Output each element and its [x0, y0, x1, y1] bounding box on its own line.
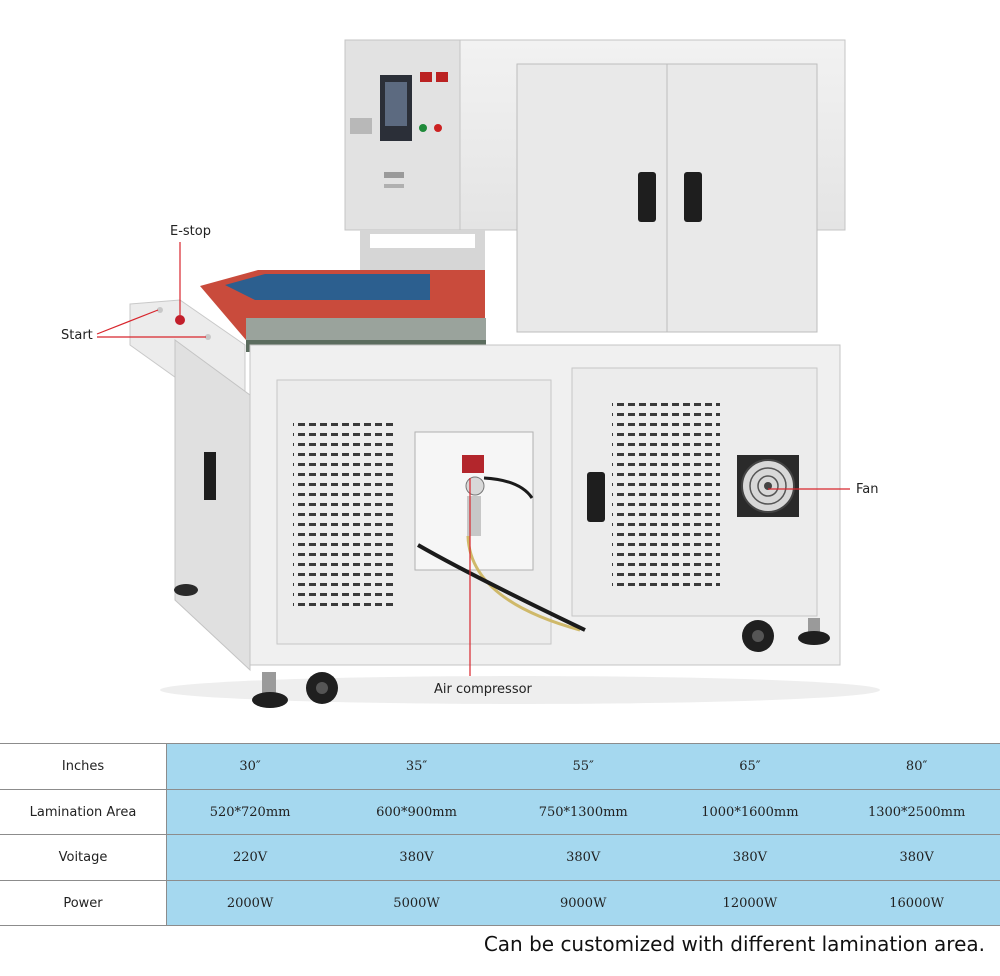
- table-cell: 5000W: [333, 880, 500, 926]
- row-header: Power: [0, 880, 167, 926]
- fan-callout-label: Fan: [856, 482, 879, 497]
- table-cell: 380V: [833, 834, 1000, 881]
- vent-grille-right: [612, 400, 720, 586]
- estop-callout-label: E-stop: [170, 224, 211, 239]
- table-cell: 9000W: [499, 880, 667, 926]
- vent-grille-left: [293, 422, 397, 612]
- laminator-machine-illustration: [96, 39, 880, 708]
- table-row: Power 2000W 5000W 9000W 12000W 16000W: [0, 880, 1000, 926]
- table-cell: 600*900mm: [333, 789, 500, 835]
- table-row: Inches 30″ 35″ 55″ 65″ 80″: [0, 743, 1000, 790]
- lower-left-cabinet: [174, 339, 251, 672]
- table-cell: 1300*2500mm: [833, 789, 1000, 835]
- table-cell: 750*1300mm: [499, 789, 667, 835]
- table-cell: 2000W: [166, 880, 334, 926]
- upper-cabinet-doors: [516, 63, 818, 333]
- row-header: Inches: [0, 743, 167, 790]
- callout-lines: [96, 242, 850, 676]
- lamination-tray: [200, 230, 486, 352]
- air-compressor-callout-label: Air compressor: [434, 682, 532, 697]
- fan-icon: [737, 455, 799, 517]
- footnote: Can be customized with different laminat…: [483, 932, 985, 956]
- table-cell: 16000W: [833, 880, 1000, 926]
- table-cell: 380V: [333, 834, 500, 881]
- start-callout-label: Start: [61, 328, 93, 343]
- spec-table: Inches 30″ 35″ 55″ 65″ 80″ Lamination Ar…: [0, 743, 1000, 926]
- table-cell: 220V: [166, 834, 334, 881]
- row-header: Voitage: [0, 834, 167, 881]
- table-cell: 380V: [666, 834, 834, 881]
- machine-photo: E-stop Start Fan Air compressor: [61, 39, 880, 708]
- row-header: Lamination Area: [0, 789, 167, 835]
- table-cell: 30″: [166, 743, 334, 790]
- table-cell: 520*720mm: [166, 789, 334, 835]
- estop-button: [175, 315, 185, 325]
- table-cell: 380V: [499, 834, 667, 881]
- table-cell: 35″: [333, 743, 500, 790]
- table-row: Voitage 220V 380V 380V 380V 380V: [0, 834, 1000, 881]
- casters: [252, 618, 830, 708]
- table-cell: 1000*1600mm: [666, 789, 834, 835]
- table-cell: 80″: [833, 743, 1000, 790]
- table-cell: 55″: [499, 743, 667, 790]
- table-row: Lamination Area 520*720mm 600*900mm 750*…: [0, 789, 1000, 835]
- table-cell: 12000W: [666, 880, 834, 926]
- table-cell: 65″: [666, 743, 834, 790]
